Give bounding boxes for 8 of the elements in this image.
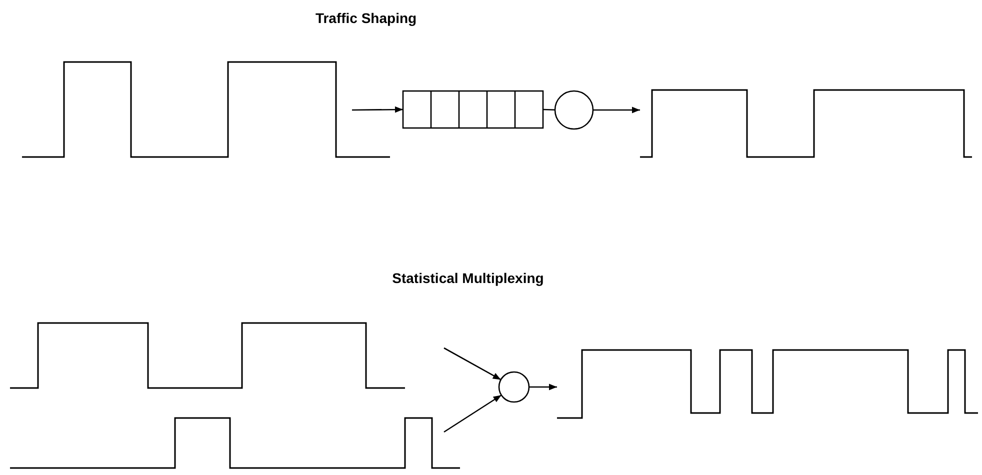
section-heading: Statistical Multiplexing xyxy=(392,270,544,286)
arrow xyxy=(444,394,502,433)
section-heading: Traffic Shaping xyxy=(315,10,417,26)
arrow xyxy=(529,384,557,390)
arrow xyxy=(352,106,403,113)
arrow xyxy=(444,347,502,380)
connector-line xyxy=(542,108,556,111)
arrow xyxy=(593,106,640,114)
